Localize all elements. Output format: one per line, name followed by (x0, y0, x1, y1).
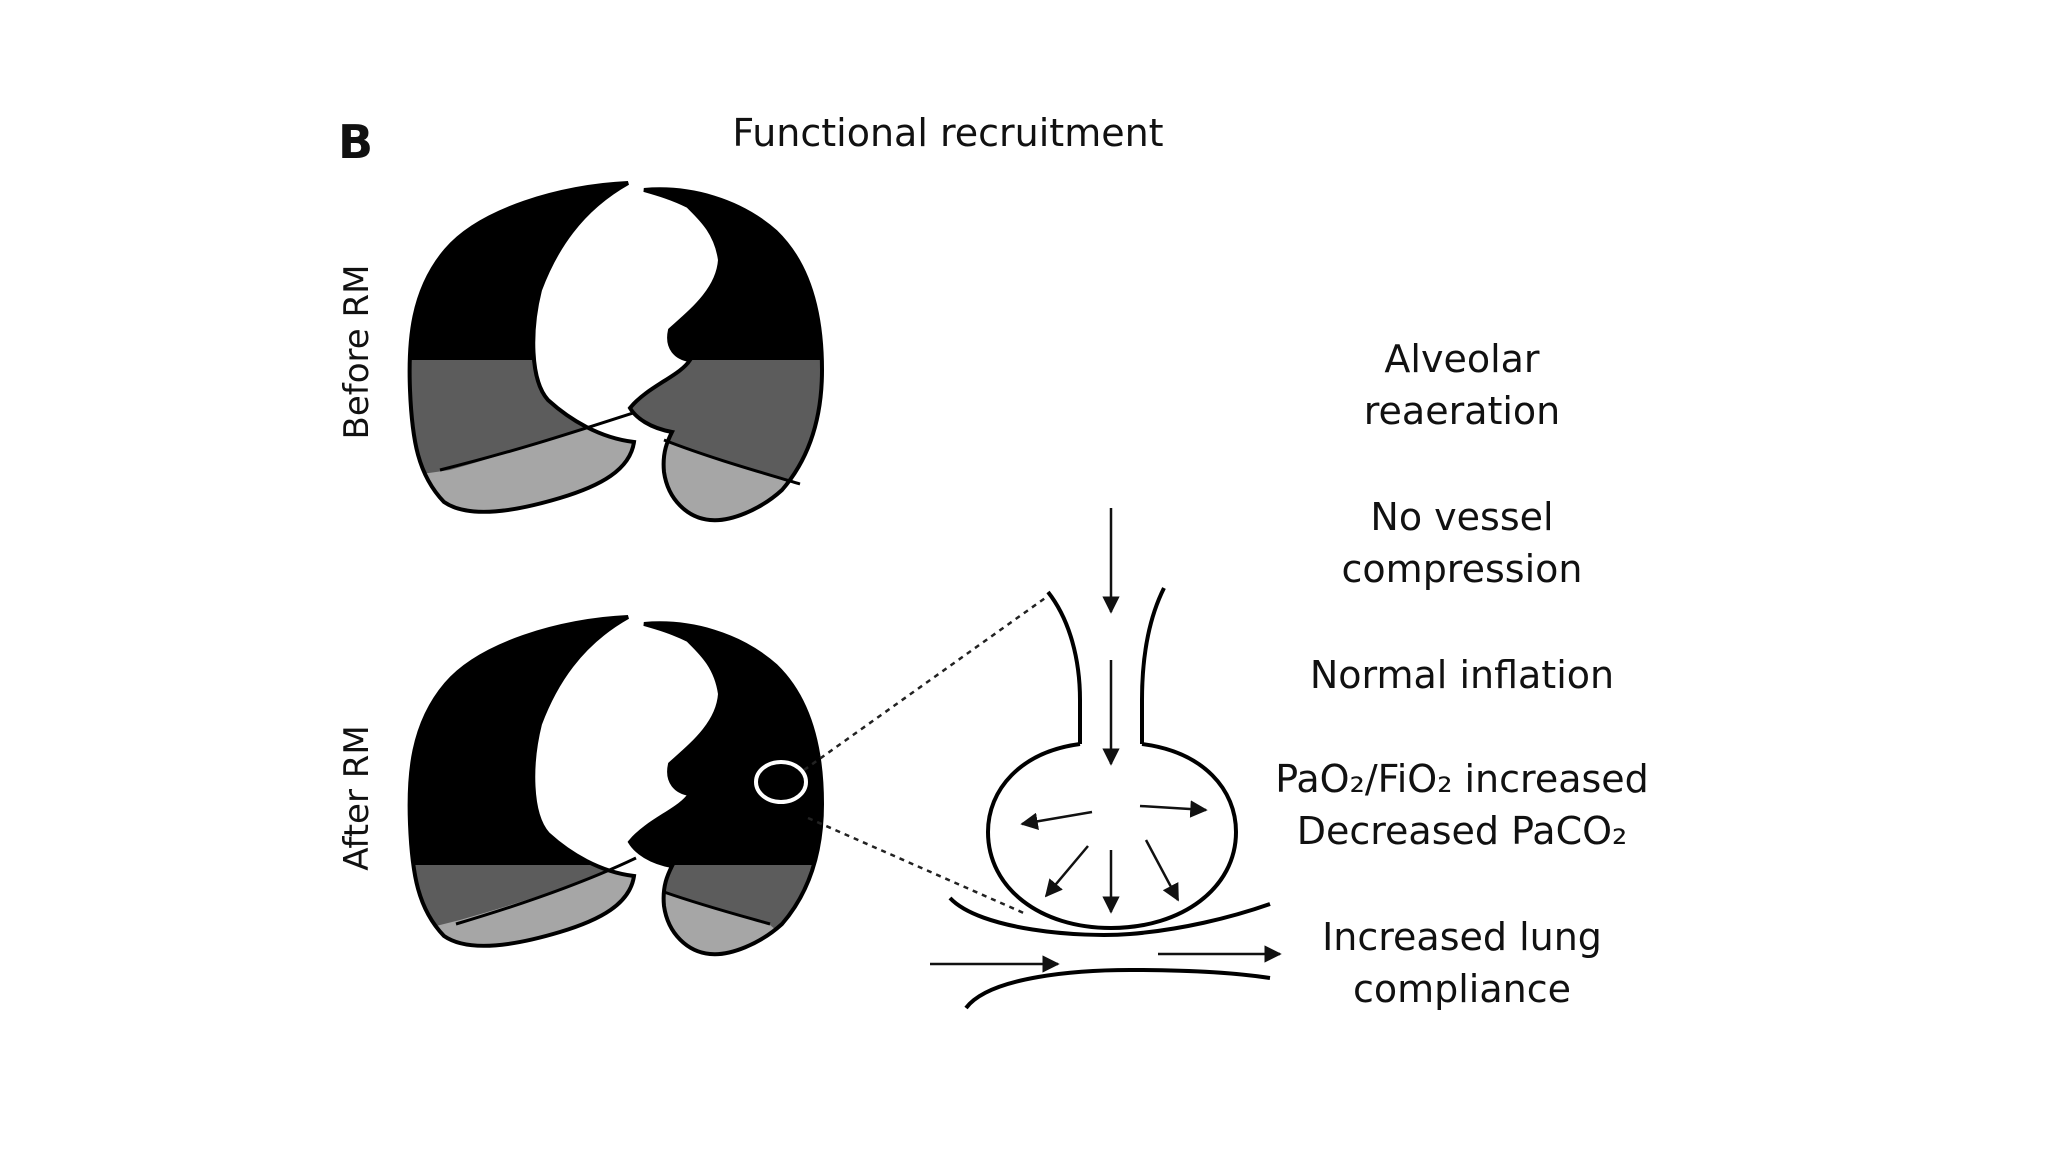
effect-4-line-2: Decreased PaCO₂ (1297, 809, 1628, 853)
effect-2-line-1: No vessel (1370, 495, 1553, 539)
non-aerated-zone (630, 890, 822, 955)
effect-3-line-1: Normal inflation (1310, 653, 1614, 697)
panel-label: B (338, 115, 373, 169)
effect-1-line-2: reaeration (1364, 389, 1561, 433)
lung-after-right (628, 621, 824, 957)
non-aerated-zone (630, 440, 822, 521)
effect-5-line-1: Increased lung (1322, 915, 1602, 959)
effect-5-line-2: compliance (1353, 967, 1571, 1011)
lung-after-left (407, 615, 637, 948)
alveolus-detail (930, 508, 1282, 1010)
row-label-before: Before RM (337, 265, 377, 440)
zoom-line-top (803, 594, 1049, 772)
poorly-aerated-zone (630, 360, 822, 521)
effect-1-line-1: Alveolar (1384, 337, 1540, 381)
effects-list: Alveolar reaeration No vessel compressio… (1275, 337, 1649, 1011)
figure-title: Functional recruitment (732, 111, 1163, 155)
lung-before-left (407, 181, 637, 514)
lung-before-right (628, 187, 824, 523)
non-aerated-zone (409, 856, 634, 946)
row-label-after: After RM (337, 725, 377, 870)
non-aerated-zone (409, 412, 634, 512)
effect-2-line-2: compression (1342, 547, 1583, 591)
zoom-region-marker (754, 760, 808, 804)
effect-4-line-1: PaO₂/FiO₂ increased (1275, 757, 1649, 801)
